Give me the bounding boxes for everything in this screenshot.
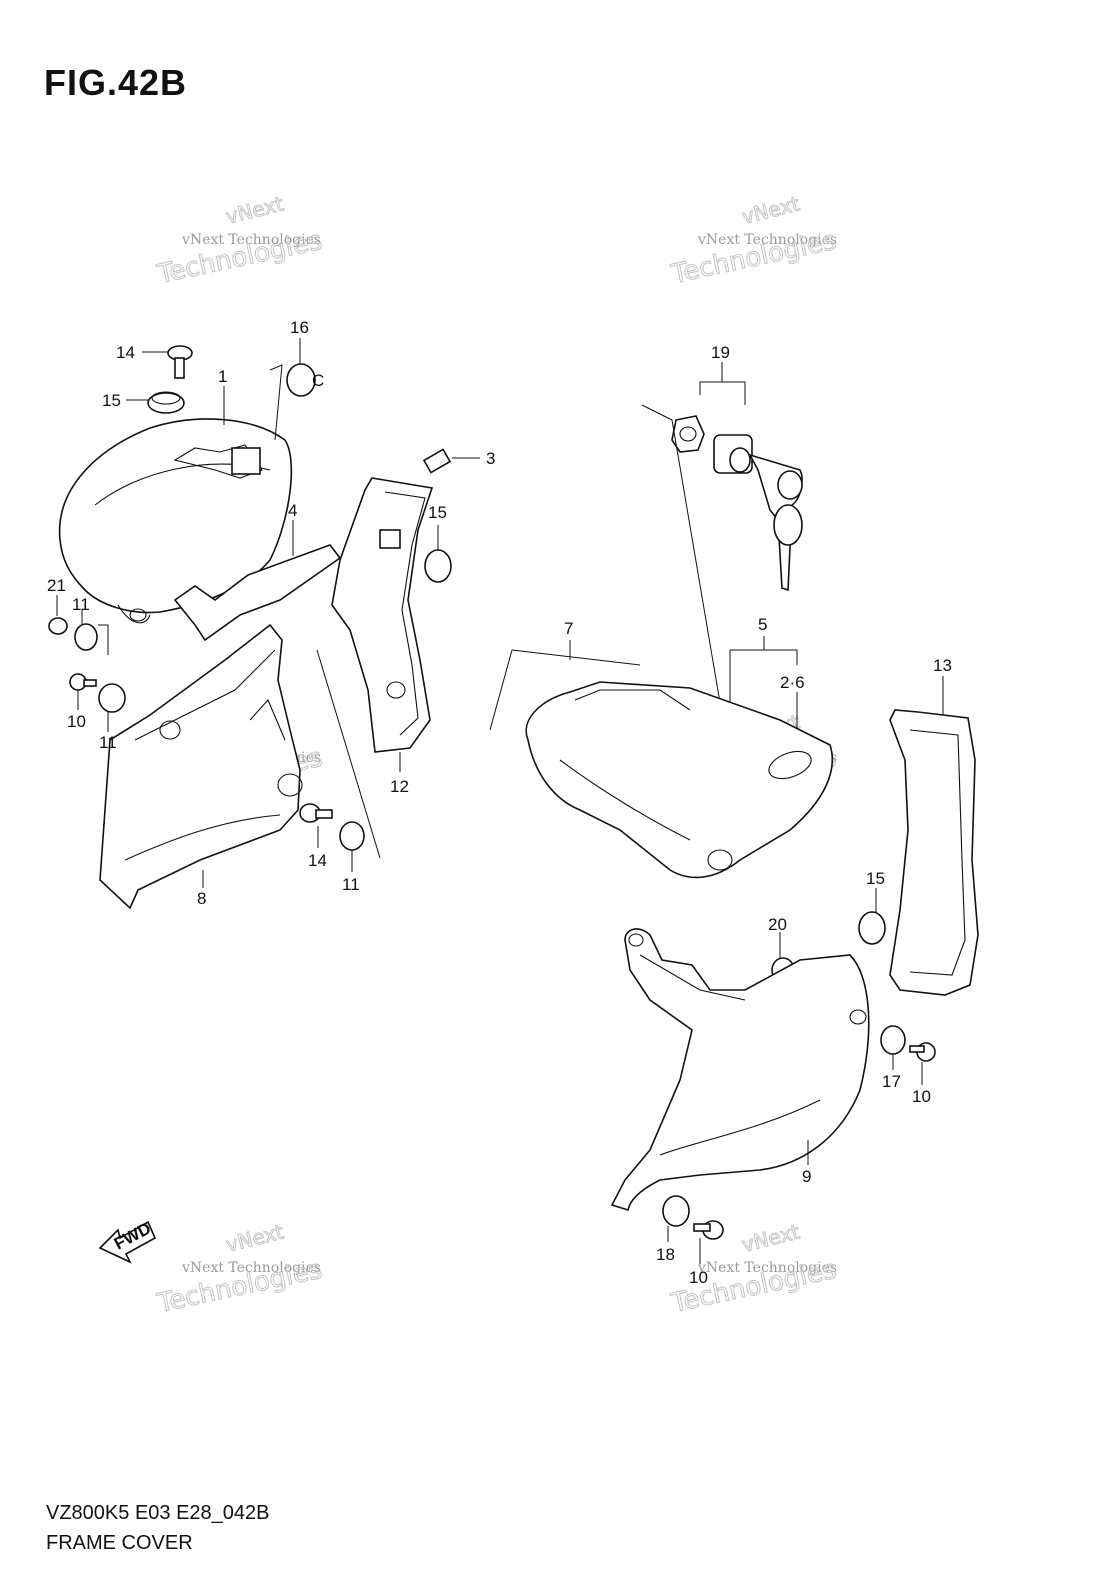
callout-label: 18 [656, 1245, 675, 1264]
callout-label: 10 [689, 1268, 708, 1287]
label-part-7 [489, 640, 641, 731]
model-code: VZ800K5 E03 E28_042B [46, 1502, 270, 1524]
lock-set-part-19 [671, 362, 803, 592]
callout-label: 19 [711, 343, 730, 362]
frame-cover-part-5 [525, 681, 834, 879]
grommet-part-15-center [424, 525, 452, 583]
watermark-text-2: vNext Technologies [697, 1260, 837, 1276]
screw-part-10-bottom [693, 1220, 724, 1264]
watermark-top-right: vNext vNext Technologies Technologies [668, 191, 840, 291]
watermark-text-1: vNext [739, 191, 802, 228]
callout-label: 9 [802, 1167, 811, 1186]
watermark-text-2: vNext Technologies [697, 232, 837, 248]
figure-title: FIG.42B [44, 62, 188, 103]
callout-label: 20 [768, 915, 787, 934]
callout-label: 13 [933, 656, 952, 675]
watermark-text-1: vNext [223, 1219, 286, 1256]
callout-label: 1 [218, 367, 227, 386]
grommet-part-15-right [858, 888, 886, 945]
grommet-part-16: C [286, 338, 324, 397]
callout-label: 14 [308, 851, 327, 870]
callout-label: 7 [564, 619, 573, 638]
callout-labels: 14 16 1 15 3 4 15 21 11 10 11 12 8 14 11… [47, 318, 952, 1287]
forward-direction-arrow: FWD [98, 1219, 157, 1264]
callout-label: 21 [47, 576, 66, 595]
watermark-bottom-left: vNext vNext Technologies Technologies [154, 1219, 326, 1320]
frame-cover-part-1 [58, 364, 293, 624]
callout-label: 15 [428, 503, 447, 522]
callout-label: 15 [102, 391, 121, 410]
callout-label: 2·6 [780, 673, 805, 692]
watermark-text-1: vNext [223, 191, 286, 228]
callout-label: 17 [882, 1072, 901, 1091]
screw-part-14-lower [299, 803, 333, 848]
bracket-part-13 [889, 676, 979, 996]
watermark-text-2: vNext Technologies [181, 1260, 321, 1276]
leader-line [316, 649, 381, 859]
callout-label: 11 [342, 875, 360, 894]
grommet-part-18 [662, 1195, 690, 1242]
callout-label: 12 [390, 777, 409, 796]
callout-label: 5 [758, 615, 767, 634]
callout-label: 16 [290, 318, 309, 337]
bracket-part-12 [331, 477, 434, 772]
spacer-part-3 [422, 448, 480, 474]
callout-label: 11 [99, 733, 117, 752]
callout-label: 11 [72, 595, 90, 614]
watermark-text-2: vNext Technologies [181, 232, 321, 248]
callout-label: 14 [116, 343, 135, 362]
watermark-text-1: vNext [739, 1219, 802, 1256]
callout-label: 10 [67, 712, 86, 731]
callout-label: 10 [912, 1087, 931, 1106]
frame-cover-part-9 [610, 928, 870, 1212]
callout-label: 8 [197, 889, 206, 908]
watermark-top-left: vNext vNext Technologies Technologies [154, 191, 326, 291]
callout-label: 4 [288, 501, 297, 520]
svg-text:C: C [312, 371, 324, 390]
screw-part-10-left [69, 673, 97, 710]
callout-label: 15 [866, 869, 885, 888]
grommet-part-15-top [126, 391, 185, 414]
callout-label: 3 [486, 449, 495, 468]
grommet-part-11-c [339, 821, 365, 872]
screw-part-10-right [909, 1042, 936, 1085]
grommet-part-17 [880, 1025, 906, 1070]
section-name: FRAME COVER [46, 1532, 193, 1554]
screw-part-21 [48, 595, 68, 635]
grommet-part-11-a [74, 610, 109, 655]
grommet-part-11-b [98, 683, 126, 732]
screw-part-14-top [142, 345, 193, 379]
frame-cover-part-8 [99, 623, 303, 910]
